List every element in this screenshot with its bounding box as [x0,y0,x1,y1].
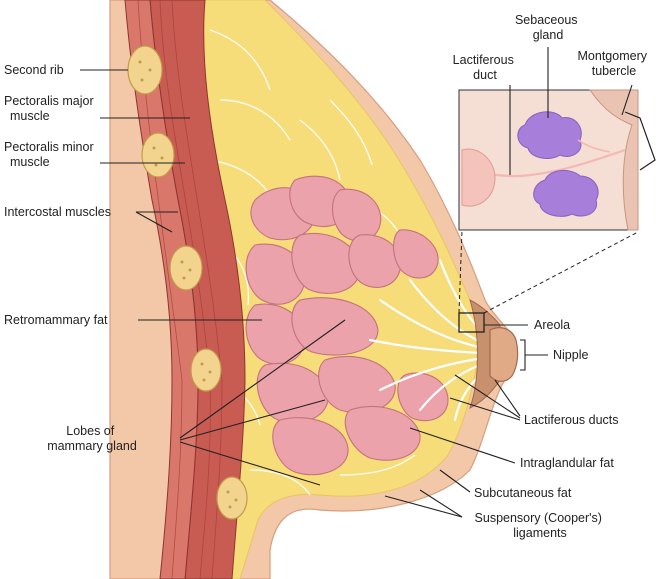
inset-panel [458,89,656,231]
label-areola: Areola [534,318,570,332]
ribs [127,45,248,520]
inset-gland-duct [577,139,611,153]
leader-lines [80,47,633,518]
label-montgomery-tubercle: Montgomery tubercle [578,49,651,78]
label-nipple: Nipple [553,348,588,362]
label-lactiferous-duct: Lactiferous duct [453,53,518,82]
rib [141,132,175,178]
areola [469,299,501,409]
label-subcutaneous-fat: Subcutaneous fat [474,486,572,500]
label-lobes: Lobes of mammary gland [47,424,137,453]
label-retromammary-fat: Retromammary fat [4,313,108,327]
rib-texture [138,60,238,509]
nipple [489,327,519,382]
label-pectoralis-major: Pectoralis major muscle [4,94,97,123]
label-pectoralis-minor: Pectoralis minor muscle [4,140,97,169]
rib [216,476,248,520]
rib [190,348,222,392]
rib [169,245,203,291]
label-sebaceous-gland: Sebaceous gland [515,13,581,42]
breast-illustration [109,0,639,579]
label-lactiferous-ducts: Lactiferous ducts [524,413,619,427]
rib-second [127,45,163,95]
sebaceous-gland-upper [517,111,582,159]
label-second-rib: Second rib [4,63,64,77]
sebaceous-gland-lower [533,170,599,217]
inset-lobule [461,148,496,207]
labels: Second rib Pectoralis major muscle Pecto… [4,13,651,540]
inset-skin-surface [589,89,639,231]
montgomery-bracket [624,111,656,171]
muscle-fibres [137,0,223,579]
mammary-lobes [245,175,449,476]
areola-detail-box [458,312,485,333]
label-intraglandular-fat: Intraglandular fat [520,456,614,470]
label-intercostal-muscles: Intercostal muscles [4,205,111,219]
label-suspensory-ligaments: Suspensory (Cooper's) ligaments [475,511,606,540]
